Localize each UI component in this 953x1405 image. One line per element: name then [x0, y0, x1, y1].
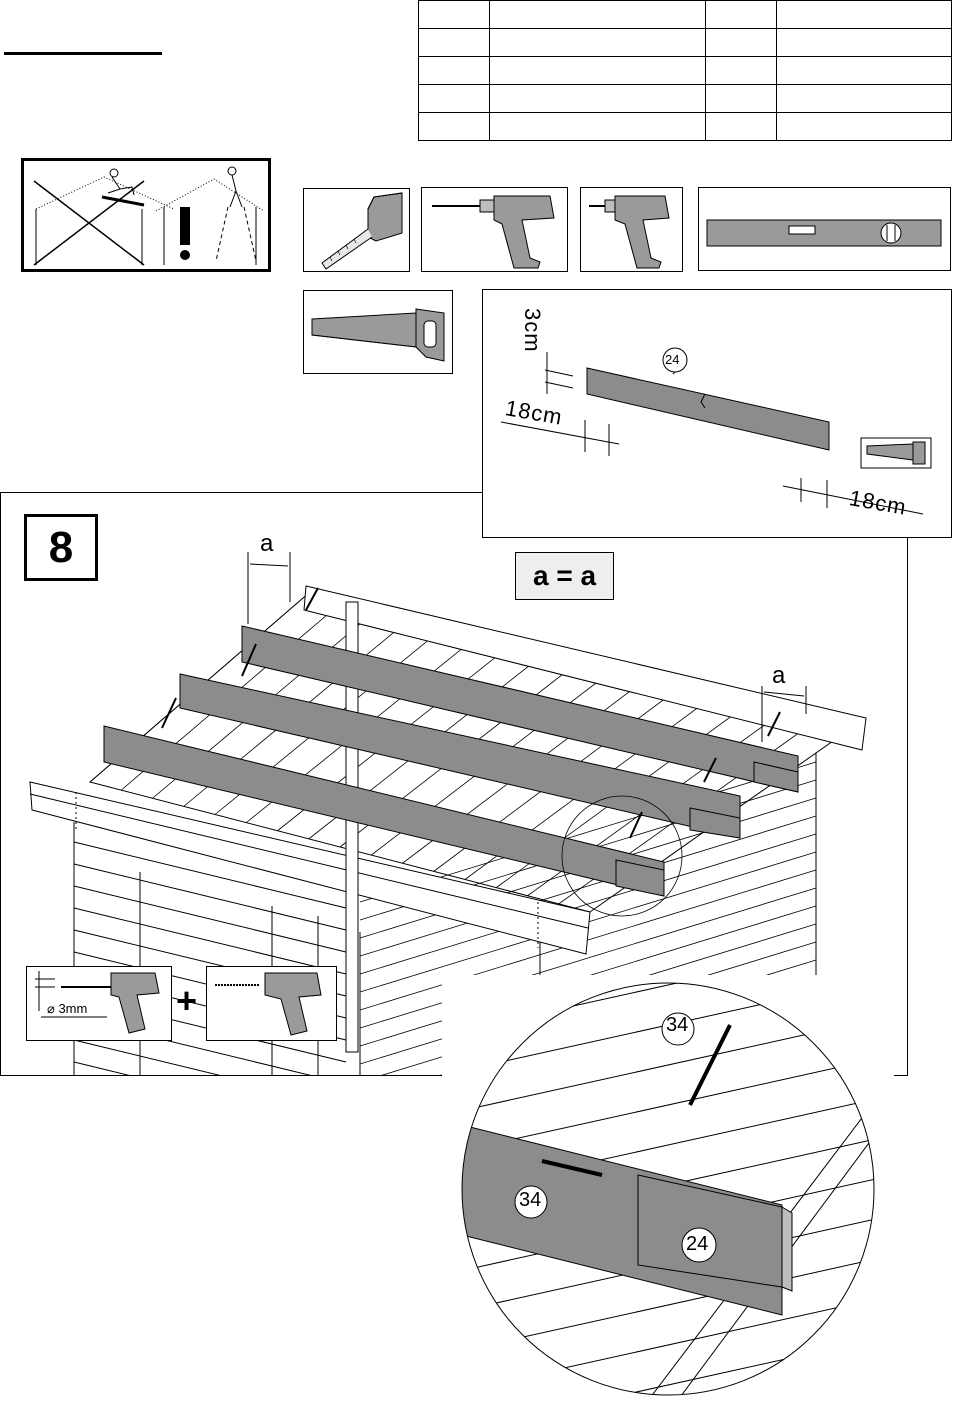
wall-siding-line — [73, 841, 347, 909]
step-number: 8 — [48, 522, 74, 572]
drill-diameter-label: ⌀ 3mm — [47, 1001, 88, 1016]
cordless-screwdriver-icon — [580, 187, 683, 272]
roof-safety-warning — [21, 158, 271, 272]
roof-assembly-drawing — [29, 552, 867, 1076]
parts-table-cell — [418, 56, 490, 85]
equation-box: a = a — [515, 552, 614, 600]
parts-table-row — [418, 112, 952, 141]
cut-height-label: 3cm — [520, 308, 545, 353]
parts-table-row — [418, 0, 952, 29]
wall-siding-line — [73, 1039, 225, 1076]
zoom-beam-label: 24 — [686, 1233, 709, 1255]
wall-siding-line — [359, 833, 817, 975]
spacing-label-right: a — [772, 662, 786, 689]
parts-table-cell — [776, 56, 952, 85]
parts-table-cell — [488, 112, 707, 141]
wall-siding-line — [73, 863, 347, 931]
step-number-box: 8 — [24, 514, 98, 581]
parts-table-row — [418, 56, 952, 85]
parts-table-cell — [705, 112, 778, 141]
parts-table-cell — [488, 28, 707, 57]
parts-table-cell — [776, 0, 952, 29]
plus-sign: + — [176, 980, 198, 1021]
predrill-hint-box: ⌀ 3mm — [26, 966, 172, 1041]
parts-table-cell — [705, 0, 778, 29]
wall-siding-line — [359, 815, 817, 957]
zoom-screw-side-label: 34 — [519, 1189, 542, 1211]
wall-siding-line — [359, 869, 817, 1011]
parts-table-cell — [776, 28, 952, 57]
parts-table-cell — [418, 0, 490, 29]
parts-table — [418, 0, 952, 141]
tape-measure-icon — [303, 188, 410, 272]
wall-siding-line — [73, 907, 347, 975]
parts-table-cell — [418, 112, 490, 141]
parts-table-cell — [705, 56, 778, 85]
parts-table-cell — [488, 84, 707, 113]
parts-table-cell — [705, 28, 778, 57]
equation-text: a = a — [532, 560, 597, 591]
wall-siding-line — [73, 1061, 134, 1076]
power-drill-icon — [421, 187, 568, 272]
parts-table-row — [418, 28, 952, 57]
cut-detail-box: 3cm 18cm 18cm 24 — [482, 289, 952, 538]
parts-table-row — [418, 84, 952, 113]
header-underline — [4, 52, 162, 55]
hand-saw-icon — [303, 290, 453, 374]
parts-table-cell — [418, 84, 490, 113]
screw-detail-zoom — [442, 975, 894, 1405]
spirit-level-icon — [698, 187, 951, 271]
spacing-label-left: a — [260, 530, 274, 557]
zoom-screw-top-label: 34 — [666, 1014, 689, 1036]
parts-table-cell — [418, 28, 490, 57]
parts-table-cell — [705, 84, 778, 113]
parts-table-cell — [488, 56, 707, 85]
parts-table-cell — [488, 0, 707, 29]
cut-part-number: 24 — [665, 352, 680, 367]
parts-table-cell — [776, 112, 952, 141]
parts-table-cell — [776, 84, 952, 113]
wall-siding-line — [73, 885, 347, 953]
screw-in-hint-box — [206, 966, 337, 1041]
wall-siding-line — [359, 887, 817, 1029]
